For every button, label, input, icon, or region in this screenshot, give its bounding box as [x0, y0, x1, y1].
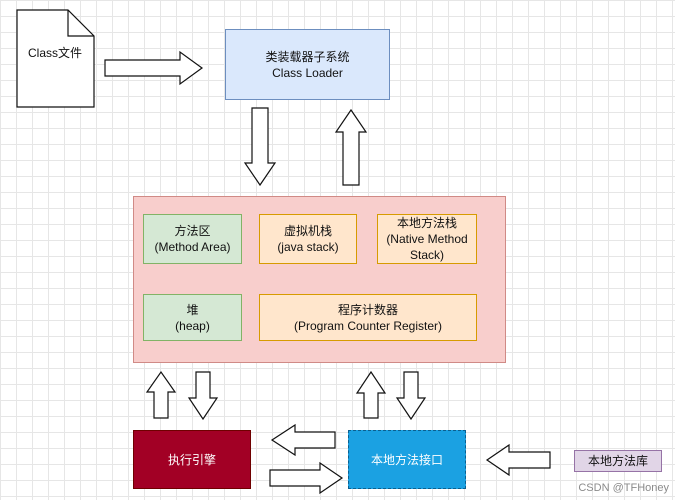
- native-stack-box[interactable]: 本地方法栈 (Native Method Stack): [377, 214, 477, 264]
- method-area-box[interactable]: 方法区 (Method Area): [143, 214, 242, 264]
- arrow-file-to-loader: [104, 50, 204, 86]
- method-area-label: 方法区 (Method Area): [154, 224, 231, 254]
- arrow-runtime-up: [334, 108, 368, 186]
- arrow-engine-to-interface: [269, 461, 344, 495]
- pc-register-label: 程序计数器 (Program Counter Register): [293, 302, 443, 333]
- arrow-library-to-interface: [485, 443, 551, 477]
- class-file-label: Class文件: [27, 46, 82, 60]
- class-file-icon: [16, 9, 95, 108]
- execution-engine-label: 执行引擎: [167, 452, 216, 467]
- class-loader-box[interactable]: 类装载器子系统 Class Loader: [225, 29, 390, 100]
- arrow-interface-up: [355, 370, 387, 419]
- heap-box[interactable]: 堆 (heap): [143, 294, 242, 341]
- native-library-label: 本地方法库: [587, 454, 648, 468]
- class-loader-label: 类装载器子系统 Class Loader: [265, 49, 350, 80]
- native-library-box[interactable]: 本地方法库: [574, 450, 662, 472]
- arrow-engine-up: [145, 370, 177, 419]
- arrow-interface-down: [395, 371, 427, 421]
- native-stack-label: 本地方法栈 (Native Method Stack): [386, 216, 468, 262]
- execution-engine-box[interactable]: 执行引擎: [133, 430, 251, 489]
- arrow-interface-to-engine: [270, 423, 336, 457]
- watermark: CSDN @TFHoney: [578, 482, 669, 494]
- heap-label: 堆 (heap): [175, 302, 210, 333]
- java-stack-label: 虚拟机栈 (java stack): [277, 224, 339, 254]
- native-interface-label: 本地方法接口: [370, 452, 443, 467]
- arrow-engine-down: [187, 371, 219, 421]
- java-stack-box[interactable]: 虚拟机栈 (java stack): [259, 214, 357, 264]
- pc-register-box[interactable]: 程序计数器 (Program Counter Register): [259, 294, 477, 341]
- arrow-loader-down: [243, 107, 277, 187]
- native-interface-box[interactable]: 本地方法接口: [348, 430, 466, 489]
